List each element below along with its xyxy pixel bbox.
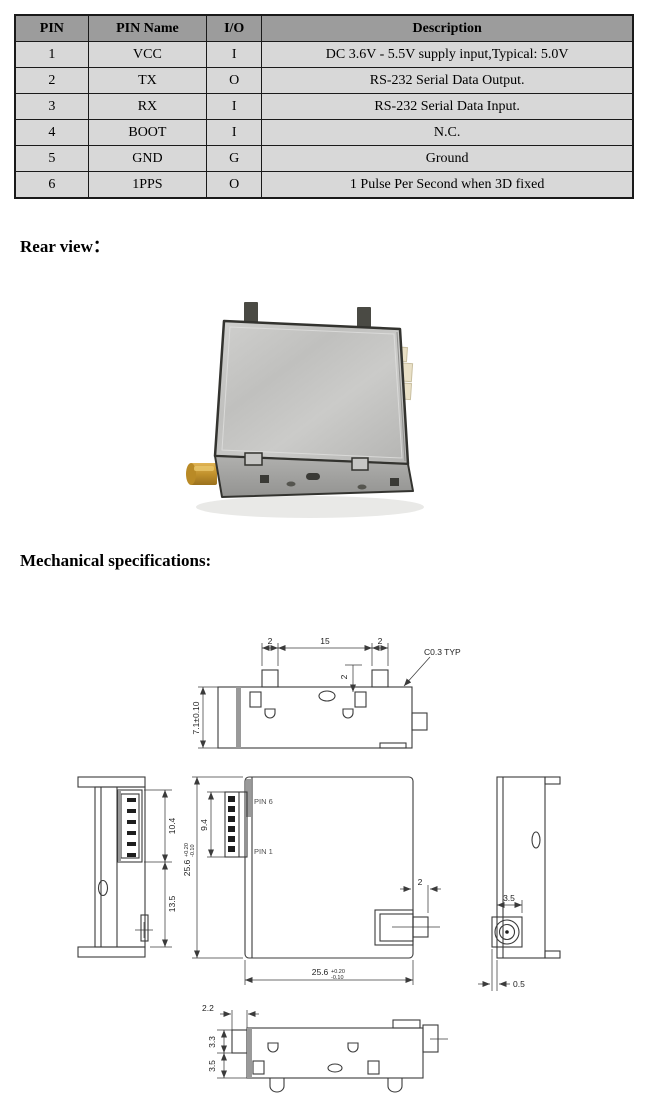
dim-label: 25.6 — [312, 967, 329, 977]
dim-label: 2 — [268, 636, 273, 646]
dim-label: 25.6 — [182, 859, 192, 876]
side-notch — [244, 452, 263, 466]
dim-label: 9.4 — [199, 819, 209, 831]
cell-io: O — [206, 171, 263, 199]
module-photo — [186, 302, 424, 518]
cell-pin: 5 — [14, 145, 89, 172]
side-notch — [351, 457, 369, 471]
col-header-pin-name: PIN Name — [87, 14, 208, 42]
col-header-description: Description — [261, 14, 634, 42]
cell-pin-name: BOOT — [87, 119, 208, 146]
col-header-io: I/O — [206, 14, 263, 42]
dim-tolerance: -0.10 — [190, 844, 196, 857]
mechanical-specs-heading: Mechanical specifications: — [20, 551, 212, 570]
dim-tolerance: -0.10 — [331, 975, 344, 981]
dim-label: 2 — [378, 636, 383, 646]
front-view-drawing: PIN 6 PIN 1 9.4 25.6 +0.20 -0.10 2 25.6 … — [182, 776, 441, 985]
cell-pin: 3 — [14, 93, 89, 120]
cell-pin-name: 1PPS — [87, 171, 208, 199]
table-row: 2 TX O RS-232 Serial Data Output. — [14, 67, 634, 94]
shield-lid — [213, 319, 410, 466]
col-header-pin: PIN — [14, 14, 89, 42]
sma-connector-stub — [186, 463, 217, 485]
cell-description: Ground — [261, 145, 634, 172]
dim-label: 13.5 — [167, 895, 177, 912]
dim-label: 10.4 — [167, 817, 177, 834]
chamfer-label: C0.3 TYP — [424, 647, 461, 657]
lid-bevel — [221, 326, 403, 459]
dim-label: 2 — [418, 877, 423, 887]
cell-pin-name: VCC — [87, 41, 208, 68]
photo-shadow — [196, 496, 424, 518]
cell-io: I — [206, 119, 263, 146]
cell-io: I — [206, 93, 263, 120]
pin1-label: PIN 1 — [254, 847, 273, 856]
dim-label: 2.2 — [202, 1003, 214, 1013]
right-side-view-drawing: 3.5 0.5 — [478, 776, 561, 991]
cell-io: G — [206, 145, 263, 172]
dim-label: 15 — [320, 636, 330, 646]
table-row: 4 BOOT I N.C. — [14, 119, 634, 146]
rear-view-heading: Rear view： — [20, 237, 110, 256]
pin-definition-table: PIN PIN Name I/O Description 1 VCC I DC … — [14, 14, 634, 199]
top-view-drawing: 2 15 2 C0.3 TYP 2 7.1±0.10 — [191, 636, 461, 749]
cell-pin: 6 — [14, 171, 89, 199]
table-row: 6 1PPS O 1 Pulse Per Second when 3D fixe… — [14, 171, 634, 199]
side-holes — [260, 473, 399, 490]
cell-description: RS-232 Serial Data Output. — [261, 67, 634, 94]
cell-description: 1 Pulse Per Second when 3D fixed — [261, 171, 634, 199]
cell-description: RS-232 Serial Data Input. — [261, 93, 634, 120]
cell-pin-name: TX — [87, 67, 208, 94]
cell-pin-name: RX — [87, 93, 208, 120]
table-header-row: PIN PIN Name I/O Description — [14, 14, 634, 42]
pin6-label: PIN 6 — [254, 797, 273, 806]
cell-io: I — [206, 41, 263, 68]
lid-fold-line — [396, 331, 406, 462]
cell-io: O — [206, 67, 263, 94]
mechanical-drawings: 2 15 2 C0.3 TYP 2 7.1±0.10 — [77, 636, 561, 1093]
table-row: 3 RX I RS-232 Serial Data Input. — [14, 93, 634, 120]
dim-label: 3.5 — [207, 1060, 217, 1072]
cell-description: N.C. — [261, 119, 634, 146]
dim-label: 0.5 — [513, 979, 525, 989]
cell-description: DC 3.6V - 5.5V supply input,Typical: 5.0… — [261, 41, 634, 68]
table-row: 5 GND G Ground — [14, 145, 634, 172]
table-row: 1 VCC I DC 3.6V - 5.5V supply input,Typi… — [14, 41, 634, 68]
bottom-view-drawing: 2.2 3.3 3.5 — [202, 1003, 448, 1093]
cell-pin: 2 — [14, 67, 89, 94]
dim-tolerance: +0.20 — [184, 843, 190, 857]
cell-pin: 4 — [14, 119, 89, 146]
cell-pin: 1 — [14, 41, 89, 68]
dim-label: 3.3 — [207, 1036, 217, 1048]
left-side-view-drawing: 10.4 13.5 — [77, 776, 177, 958]
cell-pin-name: GND — [87, 145, 208, 172]
dim-label: 7.1±0.10 — [191, 701, 201, 734]
dim-label: 2 — [339, 674, 349, 679]
dim-label: 3.5 — [503, 893, 515, 903]
dim-tolerance: +0.20 — [331, 969, 345, 975]
